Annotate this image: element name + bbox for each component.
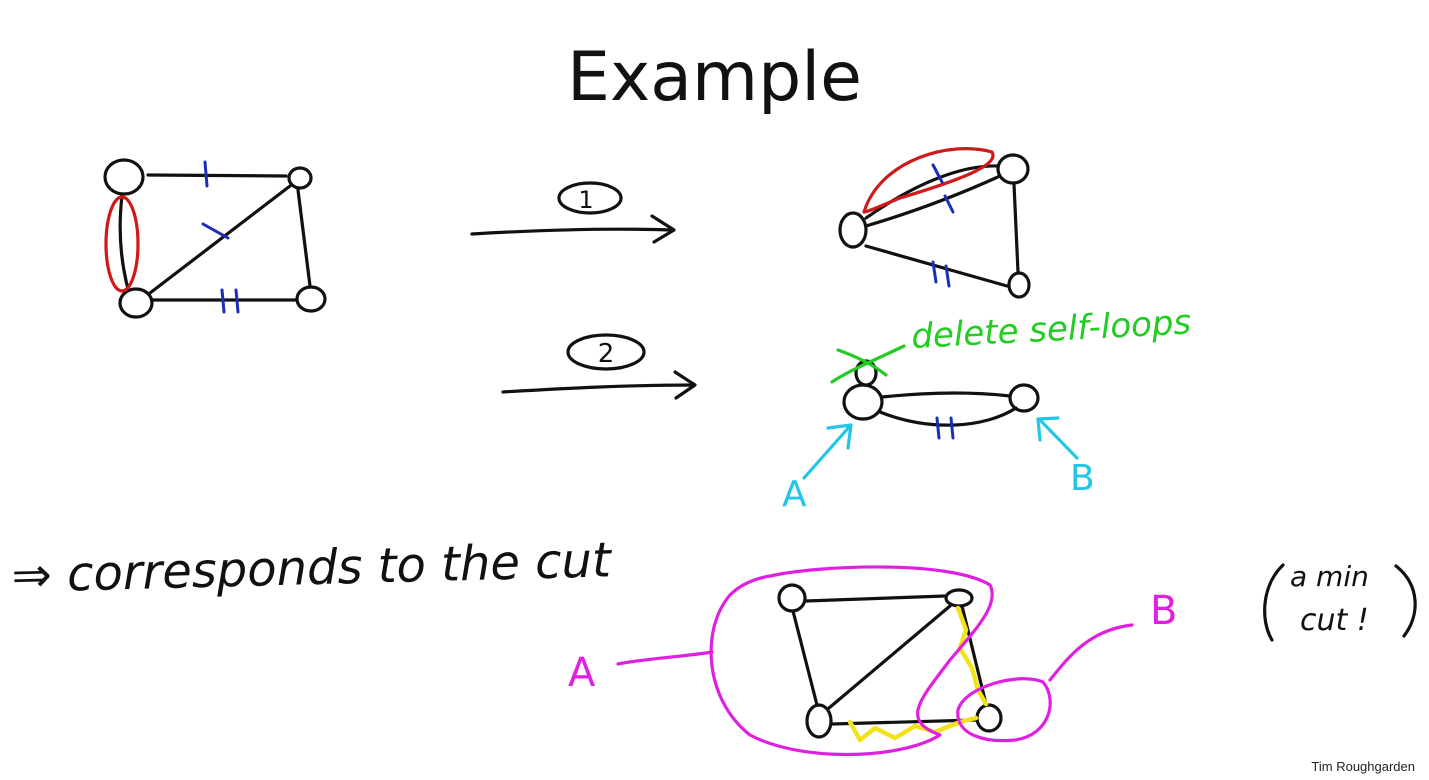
label-B-leader	[1048, 623, 1134, 682]
set-A-outline	[709, 565, 994, 757]
arrow-step-1	[470, 181, 676, 244]
parallel-edge-b	[864, 174, 1002, 228]
edge-right	[296, 188, 312, 288]
edge-cut-bottom	[830, 718, 978, 726]
cut-sets	[616, 565, 1134, 757]
node-top-right-2	[996, 153, 1030, 185]
min-cut-note-line1: a min	[1290, 560, 1369, 593]
edge-bottom-2	[864, 244, 1009, 288]
edge-upper-3	[880, 391, 1012, 399]
label-B-small: B	[1070, 458, 1095, 499]
label-A-big: A	[568, 650, 596, 696]
edge-diagonal	[148, 184, 292, 295]
node-bottom-right-2	[1007, 271, 1031, 299]
parallel-edge-a	[864, 164, 1000, 220]
slide-title: Example	[566, 38, 862, 117]
min-cut-note-line2: cut !	[1300, 603, 1369, 638]
author-credit: Tim Roughgarden	[1311, 759, 1415, 774]
edge-cut-diagonal	[827, 604, 952, 710]
parallel-edges-highlight	[862, 147, 995, 214]
edge-cut-top	[804, 594, 947, 603]
node-bottom-left	[118, 287, 154, 319]
node-cut-bottom-left	[805, 703, 833, 739]
graph-two-nodes	[842, 359, 1040, 427]
delete-marks	[830, 344, 906, 384]
label-A-small: A	[782, 474, 807, 515]
edge-right-2	[1012, 182, 1020, 274]
node-cut-bottom-right	[975, 703, 1003, 733]
arrow-step-2	[501, 333, 697, 400]
crossing-marks-3	[935, 416, 955, 440]
contracted-edge-highlight	[104, 195, 140, 293]
edge-left	[118, 194, 130, 291]
node-bottom-right	[295, 285, 327, 313]
node-merged	[838, 211, 868, 249]
edge-lower-3	[878, 406, 1018, 427]
crossing-marks-2	[931, 163, 955, 288]
label-A-leader	[616, 650, 714, 666]
corresponds-statement: ⇒ corresponds to the cut	[11, 532, 614, 604]
set-B-outline	[956, 677, 1052, 743]
super-node-B	[1008, 383, 1040, 413]
super-node-A	[842, 383, 884, 421]
step-1-label: 1	[578, 186, 593, 214]
node-top-right	[287, 166, 313, 190]
cut-edges-highlight	[847, 605, 989, 743]
edge-cut-left	[791, 609, 819, 707]
crossing-marks-1	[201, 160, 240, 314]
step-2-label: 2	[598, 339, 615, 369]
label-B-big: B	[1150, 588, 1177, 634]
delete-self-loops-note: delete self-loops	[910, 302, 1192, 357]
edge-top	[146, 173, 288, 178]
node-cut-top-right	[944, 588, 974, 608]
arrows-A-B	[802, 416, 1079, 480]
node-top-left	[103, 158, 145, 196]
min-cut-parens	[1263, 563, 1417, 642]
node-cut-top-left	[777, 583, 807, 613]
